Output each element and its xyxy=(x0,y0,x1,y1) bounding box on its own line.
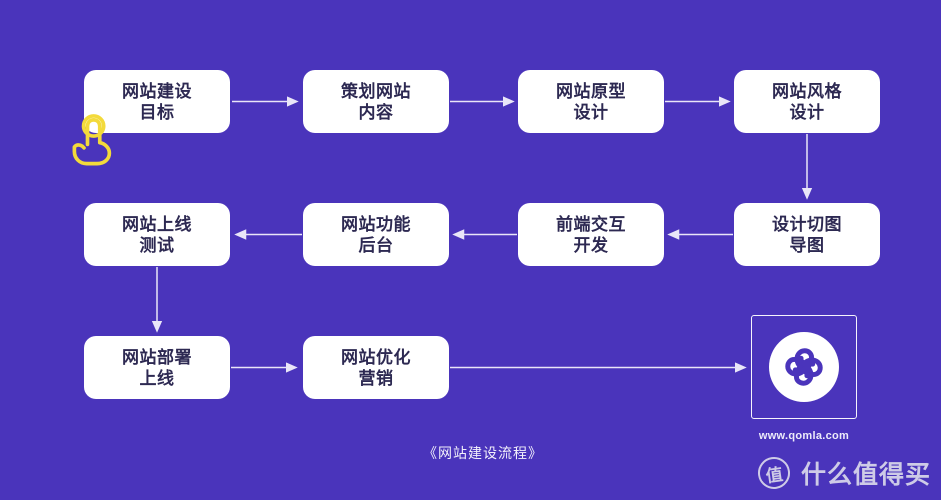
flow-box-label: 营销 xyxy=(358,368,394,388)
flow-box-label: 网站风格 xyxy=(772,81,842,101)
flow-box-prototype: 网站原型 设计 xyxy=(518,70,664,133)
flow-box-label: 后台 xyxy=(358,235,394,255)
flow-box-label: 内容 xyxy=(358,102,394,122)
flow-box-label: 网站建设 xyxy=(122,81,192,101)
flow-box-label: 网站部署 xyxy=(122,347,192,367)
flow-box-label: 开发 xyxy=(573,235,609,255)
flow-box-label: 上线 xyxy=(139,368,175,388)
flow-box-label: 测试 xyxy=(139,235,175,255)
watermark-text: 什么值得买 xyxy=(800,461,931,489)
flow-box-label: 设计切图 xyxy=(772,214,842,234)
flow-box-deploy: 网站部署 上线 xyxy=(84,336,230,399)
flow-box-label: 网站原型 xyxy=(556,81,626,101)
qomla-clover-logo xyxy=(769,332,839,402)
flow-box-slicing: 设计切图 导图 xyxy=(734,203,880,266)
website-url: www.qomla.com xyxy=(758,430,850,442)
flow-box-label: 网站优化 xyxy=(341,347,411,367)
flow-box-label: 网站上线 xyxy=(122,214,192,234)
flow-box-goal: 网站建设 目标 xyxy=(84,70,230,133)
logo-box xyxy=(751,315,857,419)
flow-box-label: 策划网站 xyxy=(341,81,411,101)
flow-box-label: 前端交互 xyxy=(556,214,626,234)
flow-box-label: 网站功能 xyxy=(341,214,411,234)
flow-box-marketing: 网站优化 营销 xyxy=(303,336,449,399)
clover-knot-icon xyxy=(785,348,823,386)
flow-box-label: 目标 xyxy=(139,102,175,122)
flow-box-style: 网站风格 设计 xyxy=(734,70,880,133)
flow-box-label: 设计 xyxy=(573,102,609,122)
diagram-caption: 《网站建设流程》 xyxy=(423,445,543,461)
flow-box-frontend: 前端交互 开发 xyxy=(518,203,664,266)
flow-box-plan: 策划网站 内容 xyxy=(303,70,449,133)
flow-box-label: 设计 xyxy=(789,102,825,122)
tap-hand-icon xyxy=(72,114,112,166)
flow-box-label: 导图 xyxy=(789,235,825,255)
smzdm-watermark: 值 什么值得买 xyxy=(755,454,931,492)
flow-box-test: 网站上线 测试 xyxy=(84,203,230,266)
flow-box-backend: 网站功能 后台 xyxy=(303,203,449,266)
zhi-badge-icon: 值 xyxy=(755,454,793,492)
